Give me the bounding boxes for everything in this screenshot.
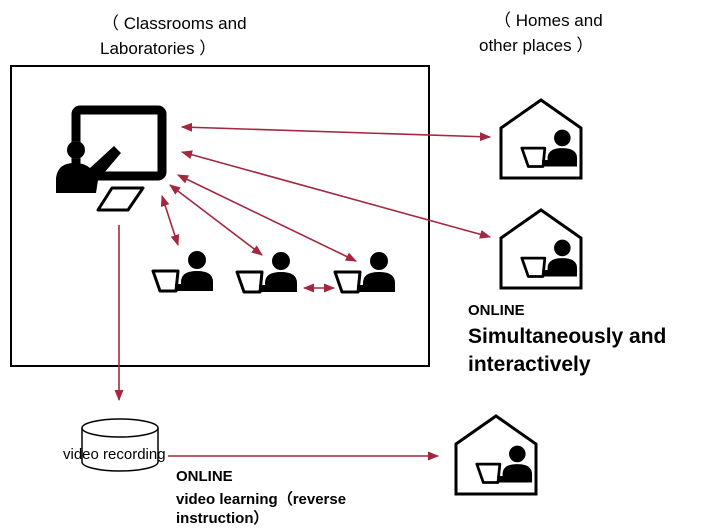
arrow-teacher-student1 <box>160 194 180 247</box>
online-video-line2: instruction） <box>176 510 269 527</box>
connection-arrows <box>114 122 492 461</box>
video-recording-label: video recording <box>63 446 166 463</box>
online-video-line1: video learning（reverse <box>176 491 347 508</box>
online-simultaneous-title-line1: Simultaneously and <box>468 325 667 348</box>
arrow-teacher-student3 <box>176 174 358 262</box>
arrow-teacher-home2 <box>180 150 492 239</box>
student-at-laptop-icon <box>333 250 397 294</box>
homes-label-line1: （ Homes and <box>494 11 603 30</box>
student-at-laptop-icon <box>151 249 215 293</box>
classroom-label-line2: Laboratories ） <box>100 39 217 58</box>
student-at-laptop-icon <box>235 250 299 294</box>
home-student-icon <box>501 100 581 178</box>
database-cylinder-icon <box>81 418 159 472</box>
arrow-teacher-home1 <box>180 122 492 142</box>
homes-label-line2: other places ） <box>479 36 594 55</box>
arrow-teacher-student2 <box>169 184 263 256</box>
classroom-label-line1: （ Classrooms and <box>102 14 247 33</box>
teacher-at-board-icon <box>56 105 167 212</box>
online-video-tag: ONLINE <box>176 468 233 485</box>
home-student-icon <box>456 416 536 494</box>
home-student-icon <box>501 210 581 288</box>
online-simultaneous-tag: ONLINE <box>468 302 525 319</box>
online-simultaneous-title-line2: interactively <box>468 353 591 376</box>
